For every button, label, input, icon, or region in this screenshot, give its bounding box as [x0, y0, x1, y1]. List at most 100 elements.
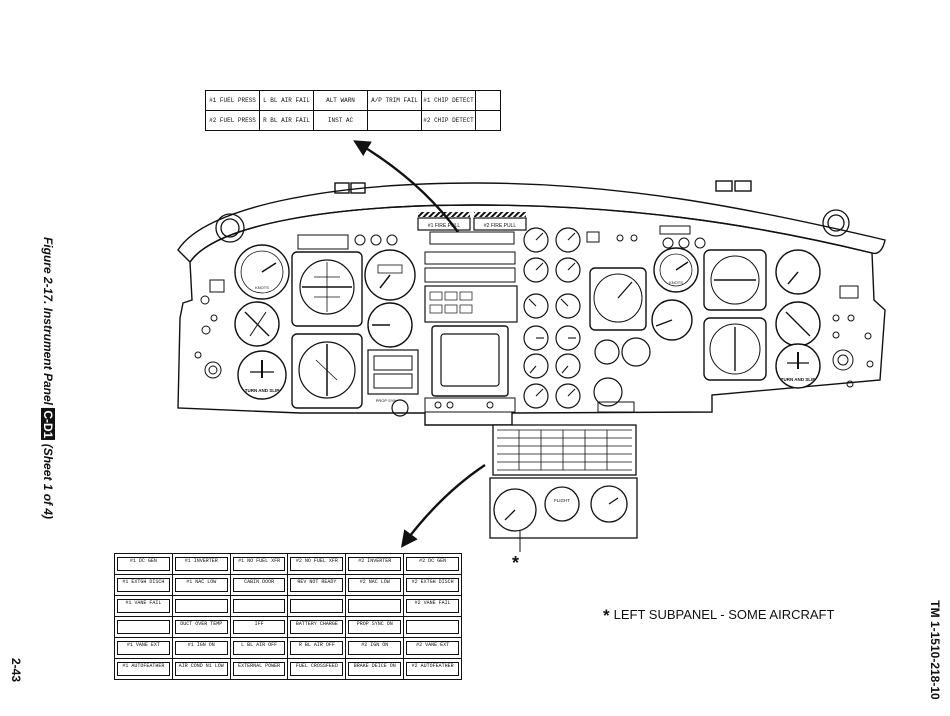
annunciator-label: EXTERNAL POWER: [232, 662, 286, 676]
table-row: #1 DC GEN #1 INVERTER #1 NO FUEL XFR #2 …: [114, 553, 462, 575]
table-row: #2 FUEL PRESS R BL AIR FAIL INST AC #2 C…: [205, 110, 501, 131]
turn-and-slip-left: TURN AND SLIP: [237, 350, 287, 400]
prop-sync-label: PROP SYN: [376, 398, 397, 403]
engine-gauge-needles: [528, 232, 576, 397]
center-lower-controls: [424, 397, 516, 413]
annunciator-cell: #1 DC GEN: [114, 553, 173, 575]
table-row: #1 EXTGH DISCH #1 NAC LOW CABIN DOOR REV…: [114, 574, 462, 596]
annunciator-cell: #1 VANE EXT: [114, 637, 173, 659]
annunciator-cell: #2 EXTGH DISCH: [403, 574, 462, 596]
annunciator-cell: BRAKE DEICE ON: [345, 658, 405, 680]
annunciator-label: BATTERY CHARGE: [290, 620, 344, 634]
flight-label: FLIGHT: [554, 498, 570, 503]
bearing-distance-indicator: [589, 267, 647, 331]
annunciator-label: #2 NAC LOW: [348, 578, 402, 592]
annunciator-label: IFF: [232, 620, 286, 634]
center-right-switches: [586, 225, 706, 249]
annunciator-cell: #1 EXTGH DISCH: [114, 574, 173, 596]
altimeter-right: [775, 249, 821, 295]
turn-slip-right-label: TURN AND SLIP: [781, 377, 816, 382]
annunciator-cell: [229, 595, 289, 617]
note-asterisk: *: [603, 606, 610, 625]
annunciator-cell: #1 IGN ON: [171, 637, 231, 659]
annunciator-label: #2 NO FUEL XFR: [290, 557, 344, 571]
turn-slip-left-label: TURN AND SLIP: [245, 388, 280, 393]
annunciator-label: [348, 599, 402, 613]
annunciator-cell: CABIN DOOR: [229, 574, 289, 596]
annunciator-cell: #1 VANE FAIL: [114, 595, 173, 617]
subpanel-asterisk: *: [512, 553, 520, 573]
annunciator-cell: BATTERY CHARGE: [287, 616, 347, 638]
annunciator-label: #1 VANE EXT: [117, 641, 170, 655]
turn-and-slip-right: TURN AND SLIP: [775, 343, 821, 389]
annunciator-cell: AIR COND N1 LOW: [171, 658, 231, 680]
attitude-indicator-right: [703, 249, 767, 311]
callout-arrow-top: [353, 140, 459, 233]
annunciator-cell: [114, 616, 173, 638]
annunciator-cell: #1 INVERTER: [171, 553, 231, 575]
subpanel-annunciator-panel: [492, 424, 637, 476]
annunciator-cell: #2 FUEL PRESS: [205, 110, 260, 131]
master-warning-light: [429, 231, 515, 245]
annunciator-cell: A/P TRIM FAIL: [367, 90, 422, 111]
annunciator-cell: REV NOT READY: [287, 574, 347, 596]
annunciator-cell: #2 NO FUEL XFR: [287, 553, 347, 575]
annunciator-label: [117, 620, 170, 634]
annunciator-label: #1 AUTOFEATHER: [117, 662, 170, 676]
annunciator-label: #2 EXTGH DISCH: [406, 578, 459, 592]
annunciator-label: AIR COND N1 LOW: [174, 662, 228, 676]
airspeed-left-label: KNOTS: [255, 285, 269, 290]
table-row: #1 VANE FAIL #2 VANE FAIL: [114, 595, 462, 617]
annunciator-label: [232, 599, 286, 613]
annunciator-label: [174, 599, 228, 613]
center-switch-row: [424, 251, 516, 283]
fire-pull-handle-2: #2 FIRE PULL: [473, 212, 527, 231]
annunciator-label: DUCT OVER TEMP: [174, 620, 228, 634]
annunciator-label: #2 VANE EXT: [406, 641, 459, 655]
annunciator-label: BRAKE DEICE ON: [348, 662, 402, 676]
airspeed-indicator-left: KNOTS: [234, 244, 290, 300]
annunciator-label: #1 IGN ON: [174, 641, 228, 655]
table-row: #1 VANE EXT #1 IGN ON L BL AIR OFF R BL …: [114, 637, 462, 659]
annunciator-label: [406, 620, 459, 634]
hsi-right: [703, 317, 767, 381]
annunciator-cell: #1 FUEL PRESS: [205, 90, 260, 111]
annunciator-label: #2 AUTOFEATHER: [406, 662, 459, 676]
upper-warning-strip: [297, 234, 398, 250]
left-switches: [194, 279, 225, 379]
caution-annunciator-table: #1 DC GEN #1 INVERTER #1 NO FUEL XFR #2 …: [114, 553, 462, 680]
annunciator-cell: PROP SYNC ON: [345, 616, 405, 638]
annunciator-cell: [403, 616, 462, 638]
annunciator-cell: [475, 110, 501, 131]
left-subpanel: FLIGHT: [489, 477, 638, 539]
vsi-right: [651, 299, 693, 341]
table-row: #1 FUEL PRESS L BL AIR FAIL ALT WARN A/P…: [205, 90, 501, 111]
annunciator-cell: L BL AIR OFF: [229, 637, 289, 659]
annunciator-label: #2 VANE FAIL: [406, 599, 459, 613]
note-text: LEFT SUBPANEL - SOME AIRCRAFT: [613, 607, 835, 622]
annunciator-cell: #2 NAC LOW: [345, 574, 405, 596]
annunciator-label: REV NOT READY: [290, 578, 344, 592]
annunciator-label: #2 IGN ON: [348, 641, 402, 655]
annunciator-cell: #1 AUTOFEATHER: [114, 658, 173, 680]
fire-pull-1-label: #1 FIRE PULL: [428, 223, 460, 229]
annunciator-label: CABIN DOOR: [232, 578, 286, 592]
annunciator-label: #1 VANE FAIL: [117, 599, 170, 613]
rmi-right: [775, 301, 821, 347]
annunciator-cell: L BL AIR FAIL: [259, 90, 314, 111]
annunciator-cell: R BL AIR OFF: [287, 637, 347, 659]
annunciator-cell: #2 CHIP DETECT: [421, 110, 476, 131]
annunciator-cell: #2 AUTOFEATHER: [403, 658, 462, 680]
annunciator-label: FUEL CROSSFEED: [290, 662, 344, 676]
rmi-left: [234, 301, 280, 347]
vent-right: [822, 209, 850, 237]
annunciator-cell: #2 IGN ON: [345, 637, 405, 659]
airspeed-right-label: KNOTS: [669, 280, 683, 285]
annunciator-label: #1 INVERTER: [174, 557, 228, 571]
attitude-director-left: [291, 251, 363, 327]
annunciator-cell: DUCT OVER TEMP: [171, 616, 231, 638]
annunciator-cell: #1 CHIP DETECT: [421, 90, 476, 111]
airspeed-indicator-right: KNOTS: [653, 247, 699, 293]
vent-left: [215, 213, 245, 243]
